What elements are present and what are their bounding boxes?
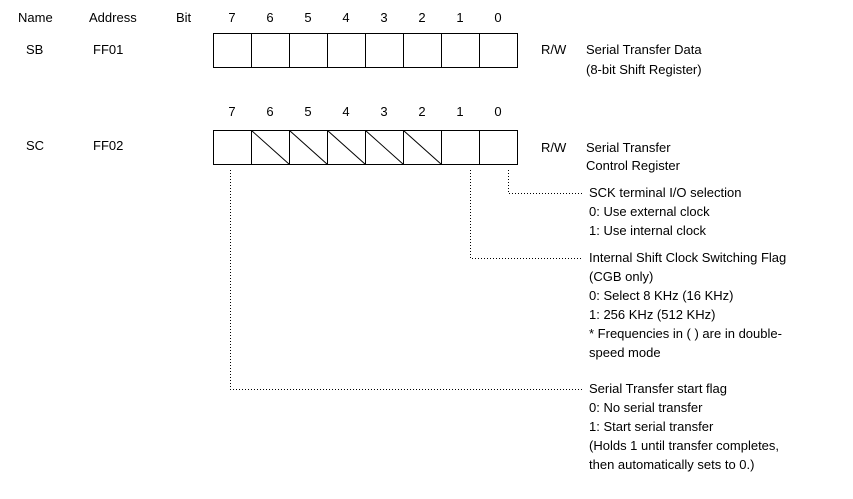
sb-bit-6-cell — [251, 33, 290, 68]
register-name-sc: SC — [26, 138, 45, 153]
bit-label-sb-5: 5 — [304, 10, 312, 25]
register-description-sb-line2: (8-bit Shift Register) — [586, 62, 702, 77]
register-access-sb: R/W — [541, 42, 567, 57]
sc-bit-0-cell — [479, 130, 518, 165]
bit-label-sb-3: 3 — [380, 10, 388, 25]
note-bit-1-line: 1: 256 KHz (512 KHz) — [589, 307, 716, 322]
note-bit-0-line: SCK terminal I/O selection — [589, 185, 742, 200]
bit-label-sc-3: 3 — [380, 104, 388, 119]
sb-bit-4-cell — [327, 33, 366, 68]
note-bit-7: Serial Transfer start flag 0: No serial … — [589, 379, 779, 474]
bit-label-sb-2: 2 — [418, 10, 426, 25]
sb-bit-0-cell — [479, 33, 518, 68]
bit-label-sb-0: 0 — [494, 10, 502, 25]
sc-bit-5-unused-hatch — [289, 130, 328, 165]
sc-bit-2-unused-hatch — [403, 130, 442, 165]
register-address-sb: FF01 — [93, 42, 124, 57]
bit-label-sc-2: 2 — [418, 104, 426, 119]
sb-bit-7-cell — [213, 33, 252, 68]
bit-label-sc-7: 7 — [228, 104, 236, 119]
note-bit-0-line: 0: Use external clock — [589, 204, 710, 219]
sb-bit-5-cell — [289, 33, 328, 68]
register-description-sb-line1: Serial Transfer Data — [586, 42, 702, 57]
sb-bit-3-cell — [365, 33, 404, 68]
sc-bit-1-cell — [441, 130, 480, 165]
note-bit-7-line: 0: No serial transfer — [589, 400, 703, 415]
header-bit: Bit — [176, 10, 192, 25]
bit-label-sc-0: 0 — [494, 104, 502, 119]
register-name-sb: SB — [26, 42, 44, 57]
header-address: Address — [89, 10, 137, 25]
register-description-sc-line2: Control Register — [586, 158, 680, 173]
sb-bit-1-cell — [441, 33, 480, 68]
note-bit-1: Internal Shift Clock Switching Flag (CGB… — [589, 248, 786, 362]
note-bit-1-line: 0: Select 8 KHz (16 KHz) — [589, 288, 734, 303]
note-bit-7-line: then automatically sets to 0.) — [589, 457, 755, 472]
sc-bit-6-unused-hatch — [251, 130, 290, 165]
sb-bit-cells — [213, 33, 518, 68]
register-description-sc-line1: Serial Transfer — [586, 140, 671, 155]
note-bit-0-line: 1: Use internal clock — [589, 223, 707, 238]
leader-lines — [230, 170, 582, 390]
note-bit-7-line: 1: Start serial transfer — [589, 419, 714, 434]
bit-label-sb-7: 7 — [228, 10, 236, 25]
note-bit-0: SCK terminal I/O selection 0: Use extern… — [589, 183, 741, 240]
bit-label-sc-1: 1 — [456, 104, 464, 119]
bit-label-sb-4: 4 — [342, 10, 350, 25]
sc-bit-3-unused-hatch — [365, 130, 404, 165]
leader-bit-0 — [508, 170, 582, 194]
leader-bit-1 — [470, 170, 582, 259]
register-access-sc: R/W — [541, 140, 567, 155]
note-bit-7-line: (Holds 1 until transfer completes, — [589, 438, 780, 453]
leader-bit-7 — [230, 170, 582, 390]
bit-label-sb-6: 6 — [266, 10, 274, 25]
note-bit-7-line: Serial Transfer start flag — [589, 381, 727, 396]
sc-bit-cells — [213, 130, 518, 165]
bit-label-sb-1: 1 — [456, 10, 464, 25]
header-name: Name — [18, 10, 53, 25]
bit-label-sc-6: 6 — [266, 104, 274, 119]
note-bit-1-line: Internal Shift Clock Switching Flag — [589, 250, 787, 265]
sc-bit-4-unused-hatch — [327, 130, 366, 165]
register-address-sc: FF02 — [93, 138, 124, 153]
sc-bit-7-cell — [213, 130, 252, 165]
bit-label-sc-5: 5 — [304, 104, 312, 119]
sb-bit-2-cell — [403, 33, 442, 68]
note-bit-1-line: speed mode — [589, 345, 661, 360]
note-bit-1-line: (CGB only) — [589, 269, 654, 284]
note-bit-1-line: * Frequencies in ( ) are in double- — [589, 326, 782, 341]
bit-label-sc-4: 4 — [342, 104, 350, 119]
